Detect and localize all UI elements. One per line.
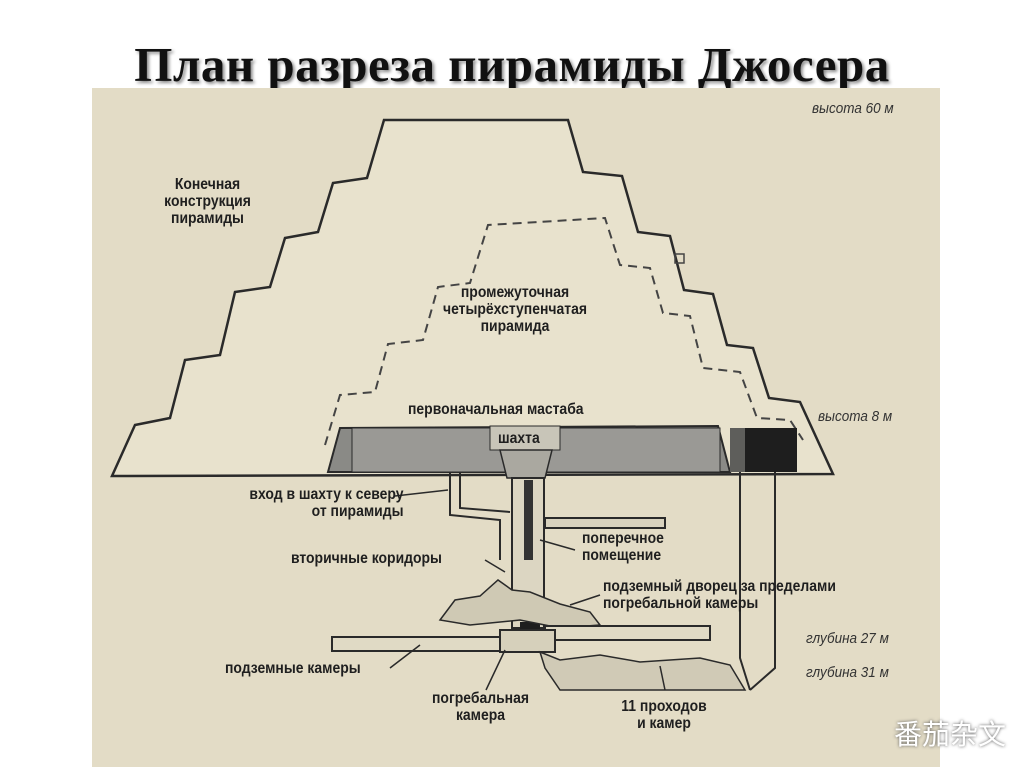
burial-chamber <box>499 629 556 653</box>
label-line: погребальная <box>431 690 530 707</box>
label-line: погребальной камеры <box>603 595 759 612</box>
measure-height-8: высота 8 м <box>818 408 893 425</box>
label-line: пирамида <box>480 318 550 335</box>
passages-and-chambers <box>538 650 747 691</box>
label-line: вход в шахту к северу <box>249 486 404 503</box>
measure-depth-27: глубина 27 м <box>806 630 889 647</box>
intermediate-pyramid-outline <box>324 216 804 446</box>
label-line: конструкция <box>164 193 251 210</box>
page-title: План разреза пирамиды Джосера <box>134 37 890 92</box>
label-line: 11 проходов <box>621 698 707 715</box>
label-transverse-room: поперечное помещение <box>582 530 664 564</box>
label-entrance: вход в шахту к северу от пирамиды <box>210 486 404 520</box>
label-burial-chamber: погребальная камера <box>422 690 539 724</box>
label-intermediate-pyramid: промежуточная четырёхступенчатая пирамид… <box>416 284 614 335</box>
label-final-construction: Конечная конструкция пирамиды <box>158 176 257 227</box>
label-mastaba: первоначальная мастаба <box>408 401 584 418</box>
label-line: промежуточная <box>460 284 570 301</box>
label-passages: 11 проходов и камер <box>610 698 718 732</box>
final-pyramid-outline <box>110 118 835 478</box>
underground-chambers <box>331 636 513 652</box>
label-shaft: шахта <box>498 430 540 447</box>
label-secondary-corridors: вторичные коридоры <box>291 550 442 567</box>
label-line: и камер <box>637 715 691 732</box>
measure-height-60: высота 60 м <box>812 100 894 117</box>
entrance-corridor <box>449 472 501 560</box>
watermark: 番茄杂文 <box>893 718 1006 751</box>
label-line: помещение <box>582 547 662 564</box>
measure-depth-31: глубина 31 м <box>806 664 889 681</box>
label-underground-chambers: подземные камеры <box>225 660 361 677</box>
transverse-room <box>544 517 666 529</box>
label-line: камера <box>455 707 506 724</box>
label-line: поперечное <box>582 530 664 547</box>
label-line: Конечная <box>174 176 241 193</box>
label-line: подземный дворец за пределами <box>603 578 836 595</box>
label-line: пирамиды <box>171 210 244 227</box>
dark-block <box>745 428 797 472</box>
secondary-corridors <box>438 579 602 629</box>
label-line: четырёхступенчатая <box>442 301 587 318</box>
label-line: от пирамиды <box>311 503 404 520</box>
label-underground-palace: подземный дворец за пределами погребальн… <box>603 578 836 612</box>
